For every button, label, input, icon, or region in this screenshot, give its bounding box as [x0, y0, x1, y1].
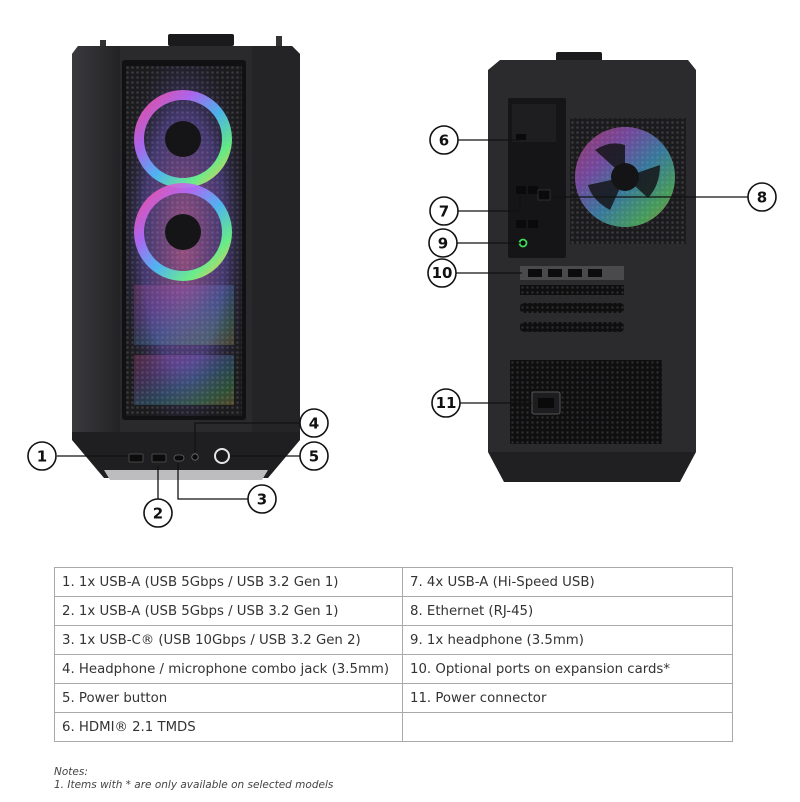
svg-text:5: 5	[309, 448, 319, 466]
table-cell: 10. Optional ports on expansion cards*	[402, 654, 733, 684]
svg-text:6: 6	[439, 132, 449, 150]
usb-a-port-1	[128, 453, 144, 463]
usb-a-rear-4	[528, 220, 538, 228]
table-row: 2. 1x USB-A (USB 5Gbps / USB 3.2 Gen 1) …	[54, 596, 733, 626]
usb-c-port	[173, 454, 185, 462]
usb-a-rear-2	[528, 186, 538, 194]
table-cell: 2. 1x USB-A (USB 5Gbps / USB 3.2 Gen 1)	[54, 596, 403, 626]
svg-text:9: 9	[438, 235, 448, 253]
ethernet-port	[537, 189, 551, 201]
table-cell: 7. 4x USB-A (Hi-Speed USB)	[402, 567, 733, 597]
callout-8: 8	[747, 182, 777, 212]
callout-6: 6	[429, 125, 459, 155]
usb-a-rear-3	[516, 220, 526, 228]
front-view	[72, 34, 300, 480]
callout-9: 9	[428, 228, 458, 258]
notes-section: Notes: 1. Items with * are only availabl…	[54, 766, 333, 792]
svg-text:11: 11	[436, 394, 457, 412]
table-cell: 1. 1x USB-A (USB 5Gbps / USB 3.2 Gen 1)	[54, 567, 403, 597]
callout-5: 5	[299, 441, 329, 471]
callout-4: 4	[299, 408, 329, 438]
callout-7: 7	[429, 196, 459, 226]
callout-2: 2	[143, 498, 173, 528]
svg-text:8: 8	[757, 189, 767, 207]
port-spec-table: 1. 1x USB-A (USB 5Gbps / USB 3.2 Gen 1) …	[54, 567, 733, 742]
table-cell: 8. Ethernet (RJ-45)	[402, 596, 733, 626]
svg-text:2: 2	[153, 505, 163, 523]
callout-10: 10	[427, 258, 457, 288]
table-row: 1. 1x USB-A (USB 5Gbps / USB 3.2 Gen 1) …	[54, 567, 733, 597]
table-row: 4. Headphone / microphone combo jack (3.…	[54, 654, 733, 684]
callout-1: 1	[27, 441, 57, 471]
usb-a-port-2	[151, 453, 167, 463]
rear-view	[488, 52, 696, 482]
power-button	[214, 448, 230, 464]
svg-text:7: 7	[439, 203, 449, 221]
table-cell: 5. Power button	[54, 683, 403, 713]
combo-jack	[191, 453, 199, 461]
hdmi-port	[516, 134, 526, 140]
table-cell	[402, 712, 733, 742]
rear-fan	[575, 127, 675, 227]
notes-line: 1. Items with * are only available on se…	[54, 779, 334, 791]
table-cell: 6. HDMI® 2.1 TMDS	[54, 712, 403, 742]
notes-heading: Notes:	[54, 766, 88, 778]
product-diagram: 1 2 3 4 5 6 7 8 9 10 11	[27, 34, 777, 528]
svg-text:10: 10	[432, 264, 453, 282]
table-row: 3. 1x USB-C® (USB 10Gbps / USB 3.2 Gen 2…	[54, 625, 733, 655]
table-cell: 3. 1x USB-C® (USB 10Gbps / USB 3.2 Gen 2…	[54, 625, 403, 655]
table-cell: 11. Power connector	[402, 683, 733, 713]
headphone-jack	[518, 238, 528, 248]
table-cell: 9. 1x headphone (3.5mm)	[402, 625, 733, 655]
svg-text:1: 1	[37, 448, 47, 466]
usb-a-rear-1	[516, 186, 526, 194]
table-cell: 4. Headphone / microphone combo jack (3.…	[54, 654, 403, 684]
svg-text:4: 4	[309, 415, 319, 433]
svg-text:3: 3	[257, 491, 267, 509]
callout-11: 11	[431, 388, 461, 418]
callout-3: 3	[247, 484, 277, 514]
table-row: 5. Power button 11. Power connector	[54, 683, 733, 713]
front-fan-bottom	[134, 183, 232, 281]
table-row: 6. HDMI® 2.1 TMDS	[54, 712, 733, 742]
